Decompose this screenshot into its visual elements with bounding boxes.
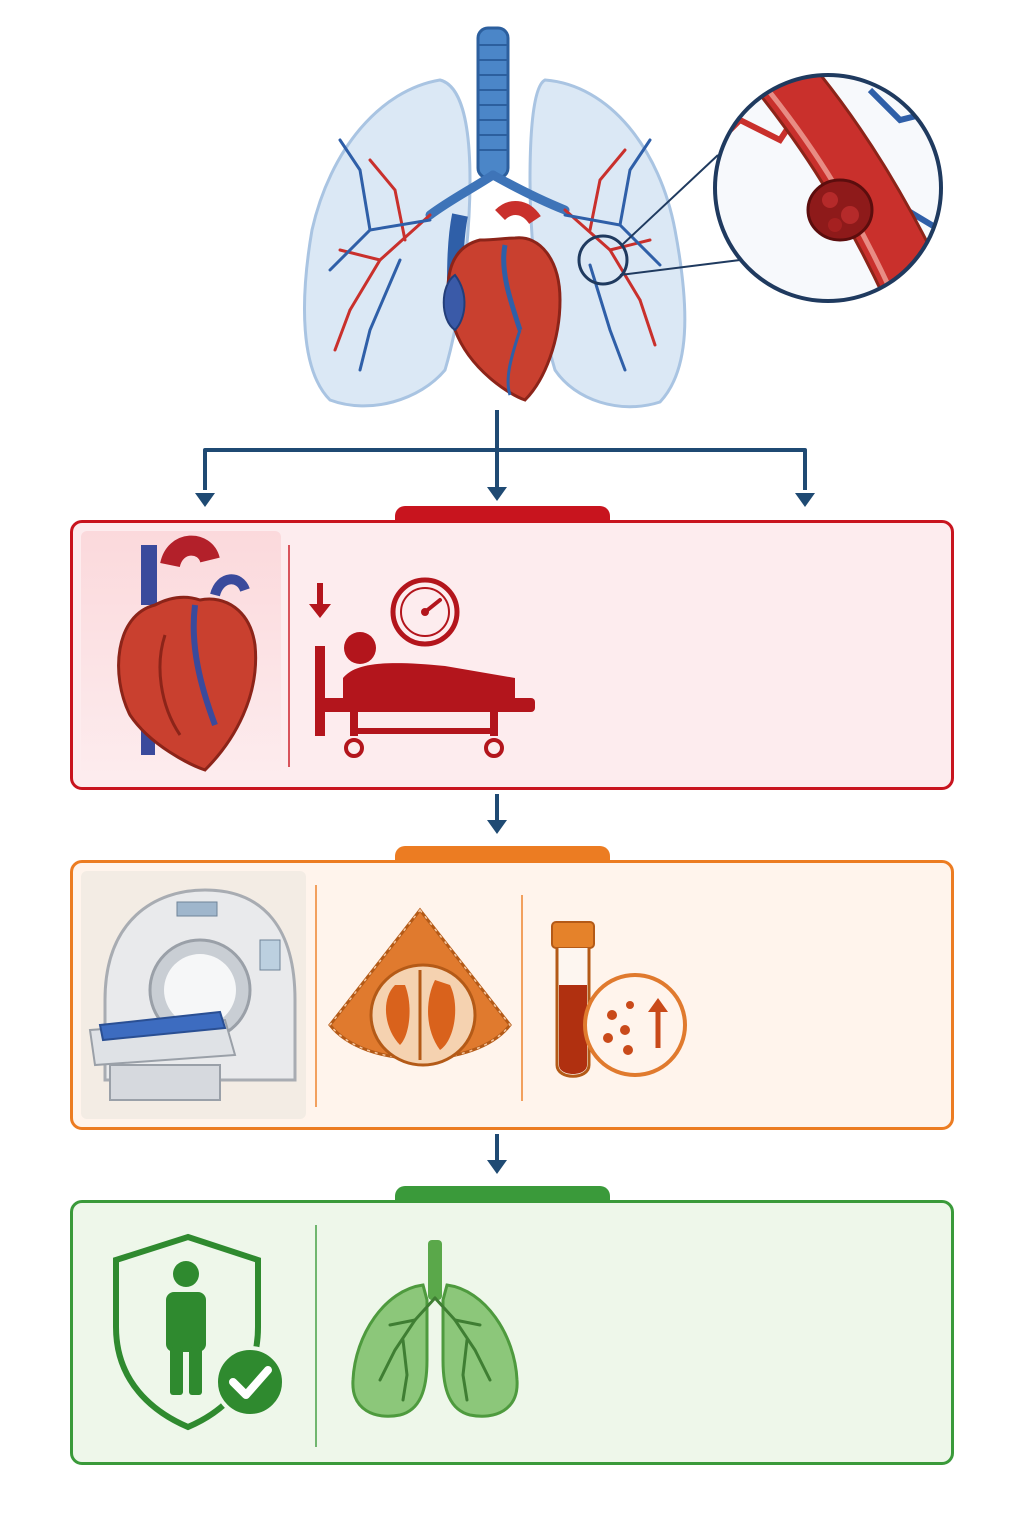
arrow-right-head (795, 493, 815, 507)
flow-arrow-2 (487, 792, 507, 842)
panel-divider (315, 1225, 317, 1447)
right-lung (530, 80, 685, 407)
heart-icon (95, 535, 275, 775)
arrow-center-head (487, 487, 507, 501)
trachea (478, 28, 508, 178)
panel-divider (288, 545, 290, 767)
flow-arrow-3 (487, 1132, 507, 1182)
ct-scanner-icon (85, 880, 305, 1110)
flow-arrows (0, 405, 1024, 515)
pressure-gauge-icon (385, 572, 465, 652)
blood-clot-magnified-vessel (700, 50, 960, 310)
echocardiogram-icon (325, 905, 515, 1080)
panel-divider (521, 895, 523, 1101)
arrow-left-head (195, 493, 215, 507)
biomarker-increase-icon (580, 970, 690, 1080)
healthy-lungs-icon (345, 1240, 525, 1425)
protected-patient-shield-icon (108, 1232, 293, 1432)
panel-divider (315, 885, 317, 1107)
lungs-heart-illustration (0, 0, 1024, 420)
left-lung (305, 80, 470, 406)
